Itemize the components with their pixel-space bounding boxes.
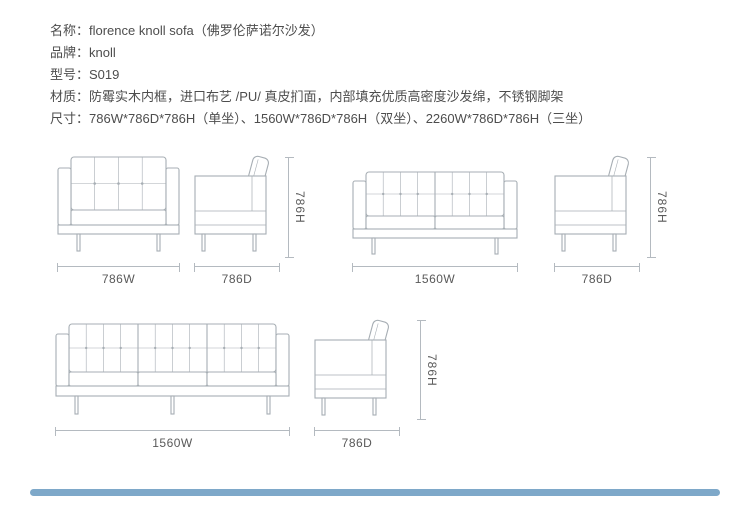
- dimension-label: 786D: [221, 272, 253, 286]
- dimension-double-depth: 786D: [554, 263, 640, 286]
- dimension-label: 1560W: [152, 436, 193, 450]
- triple-sofa-side-view: [314, 318, 400, 422]
- double-sofa-side-view: [554, 154, 640, 258]
- dimension-single-width: 786W: [57, 263, 180, 286]
- dimension-double-height: 786H: [647, 157, 669, 258]
- product-brand-line: 品牌：knoll: [50, 45, 116, 60]
- single-sofa-front-view: [57, 154, 180, 258]
- dimension-line: [57, 263, 180, 272]
- dimension-label: 786D: [341, 436, 373, 450]
- dimension-triple-depth: 786D: [314, 427, 400, 450]
- triple-sofa-front-drawing: [55, 323, 290, 415]
- dimension-label: 786H: [293, 191, 307, 224]
- dimension-label: 786D: [581, 272, 613, 286]
- double-sofa-side-drawing: [554, 155, 629, 252]
- product-info-block: 名称：florence knoll sofa（佛罗伦萨诺尔沙发） 品牌：knol…: [50, 20, 591, 130]
- triple-sofa-front-view: [55, 322, 290, 420]
- dimension-label: 786H: [655, 191, 669, 224]
- dimension-triple-width: 1560W: [55, 427, 290, 450]
- dimension-label: 786W: [101, 272, 136, 286]
- dimension-line: [352, 263, 518, 272]
- dimension-line: [417, 320, 426, 420]
- dimension-line: [314, 427, 400, 436]
- dimension-line: [55, 427, 290, 436]
- dimension-line: [647, 157, 656, 258]
- dimension-single-depth: 786D: [194, 263, 280, 286]
- single-sofa-front-drawing: [57, 156, 180, 252]
- dimension-line: [194, 263, 280, 272]
- product-model-line: 型号：S019: [50, 67, 120, 82]
- single-sofa-side-drawing: [194, 155, 269, 252]
- product-name-line: 名称：florence knoll sofa（佛罗伦萨诺尔沙发）: [50, 23, 324, 38]
- dimension-label: 1560W: [414, 272, 456, 286]
- dimension-single-height: 786H: [285, 157, 307, 258]
- dimension-line: [285, 157, 294, 258]
- section-divider-bar: [30, 489, 720, 496]
- product-material-line: 材质：防霉实木内框，进口布艺 /PU/ 真皮扪面，内部填充优质高密度沙发绵，不锈…: [50, 89, 564, 104]
- double-sofa-front-drawing: [352, 171, 518, 255]
- dimension-label: 786H: [425, 353, 439, 387]
- dimension-double-width: 1560W: [352, 263, 518, 286]
- product-size-line: 尺寸：786W*786D*786H（单坐）、1560W*786D*786H（双坐…: [50, 111, 592, 126]
- single-sofa-side-view: [194, 154, 280, 258]
- dimension-triple-height: 786H: [417, 320, 439, 420]
- dimension-line: [554, 263, 640, 272]
- triple-sofa-side-drawing: [314, 319, 389, 416]
- double-sofa-front-view: [352, 170, 518, 258]
